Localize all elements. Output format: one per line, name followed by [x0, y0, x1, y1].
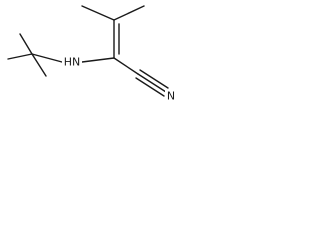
bond-tbu-methyl-bottom [31, 53, 47, 77]
bond-carbon-nitrile-carbon [113, 57, 139, 75]
amine-label: HN [64, 56, 81, 69]
bond-nitrile-triple-1 [137, 73, 167, 93]
chemical-structure: HN N [7, 5, 177, 103]
bond-nitrile-triple-3 [135, 77, 165, 97]
nitrile-nitrogen-label: N [167, 90, 175, 103]
bond-nitrile-triple-2 [139, 69, 169, 89]
nitrile-label-background [165, 89, 177, 103]
bond-methyl-left [81, 5, 115, 21]
bond-methyl-right [113, 5, 145, 21]
bond-tbu-methyl-top [19, 33, 33, 55]
bond-tbu-methyl-left [7, 53, 33, 60]
bond-tbu-nitrogen [31, 53, 63, 63]
bond-nitrogen-alpha-carbon [81, 57, 115, 63]
amine-label-background [62, 55, 82, 69]
